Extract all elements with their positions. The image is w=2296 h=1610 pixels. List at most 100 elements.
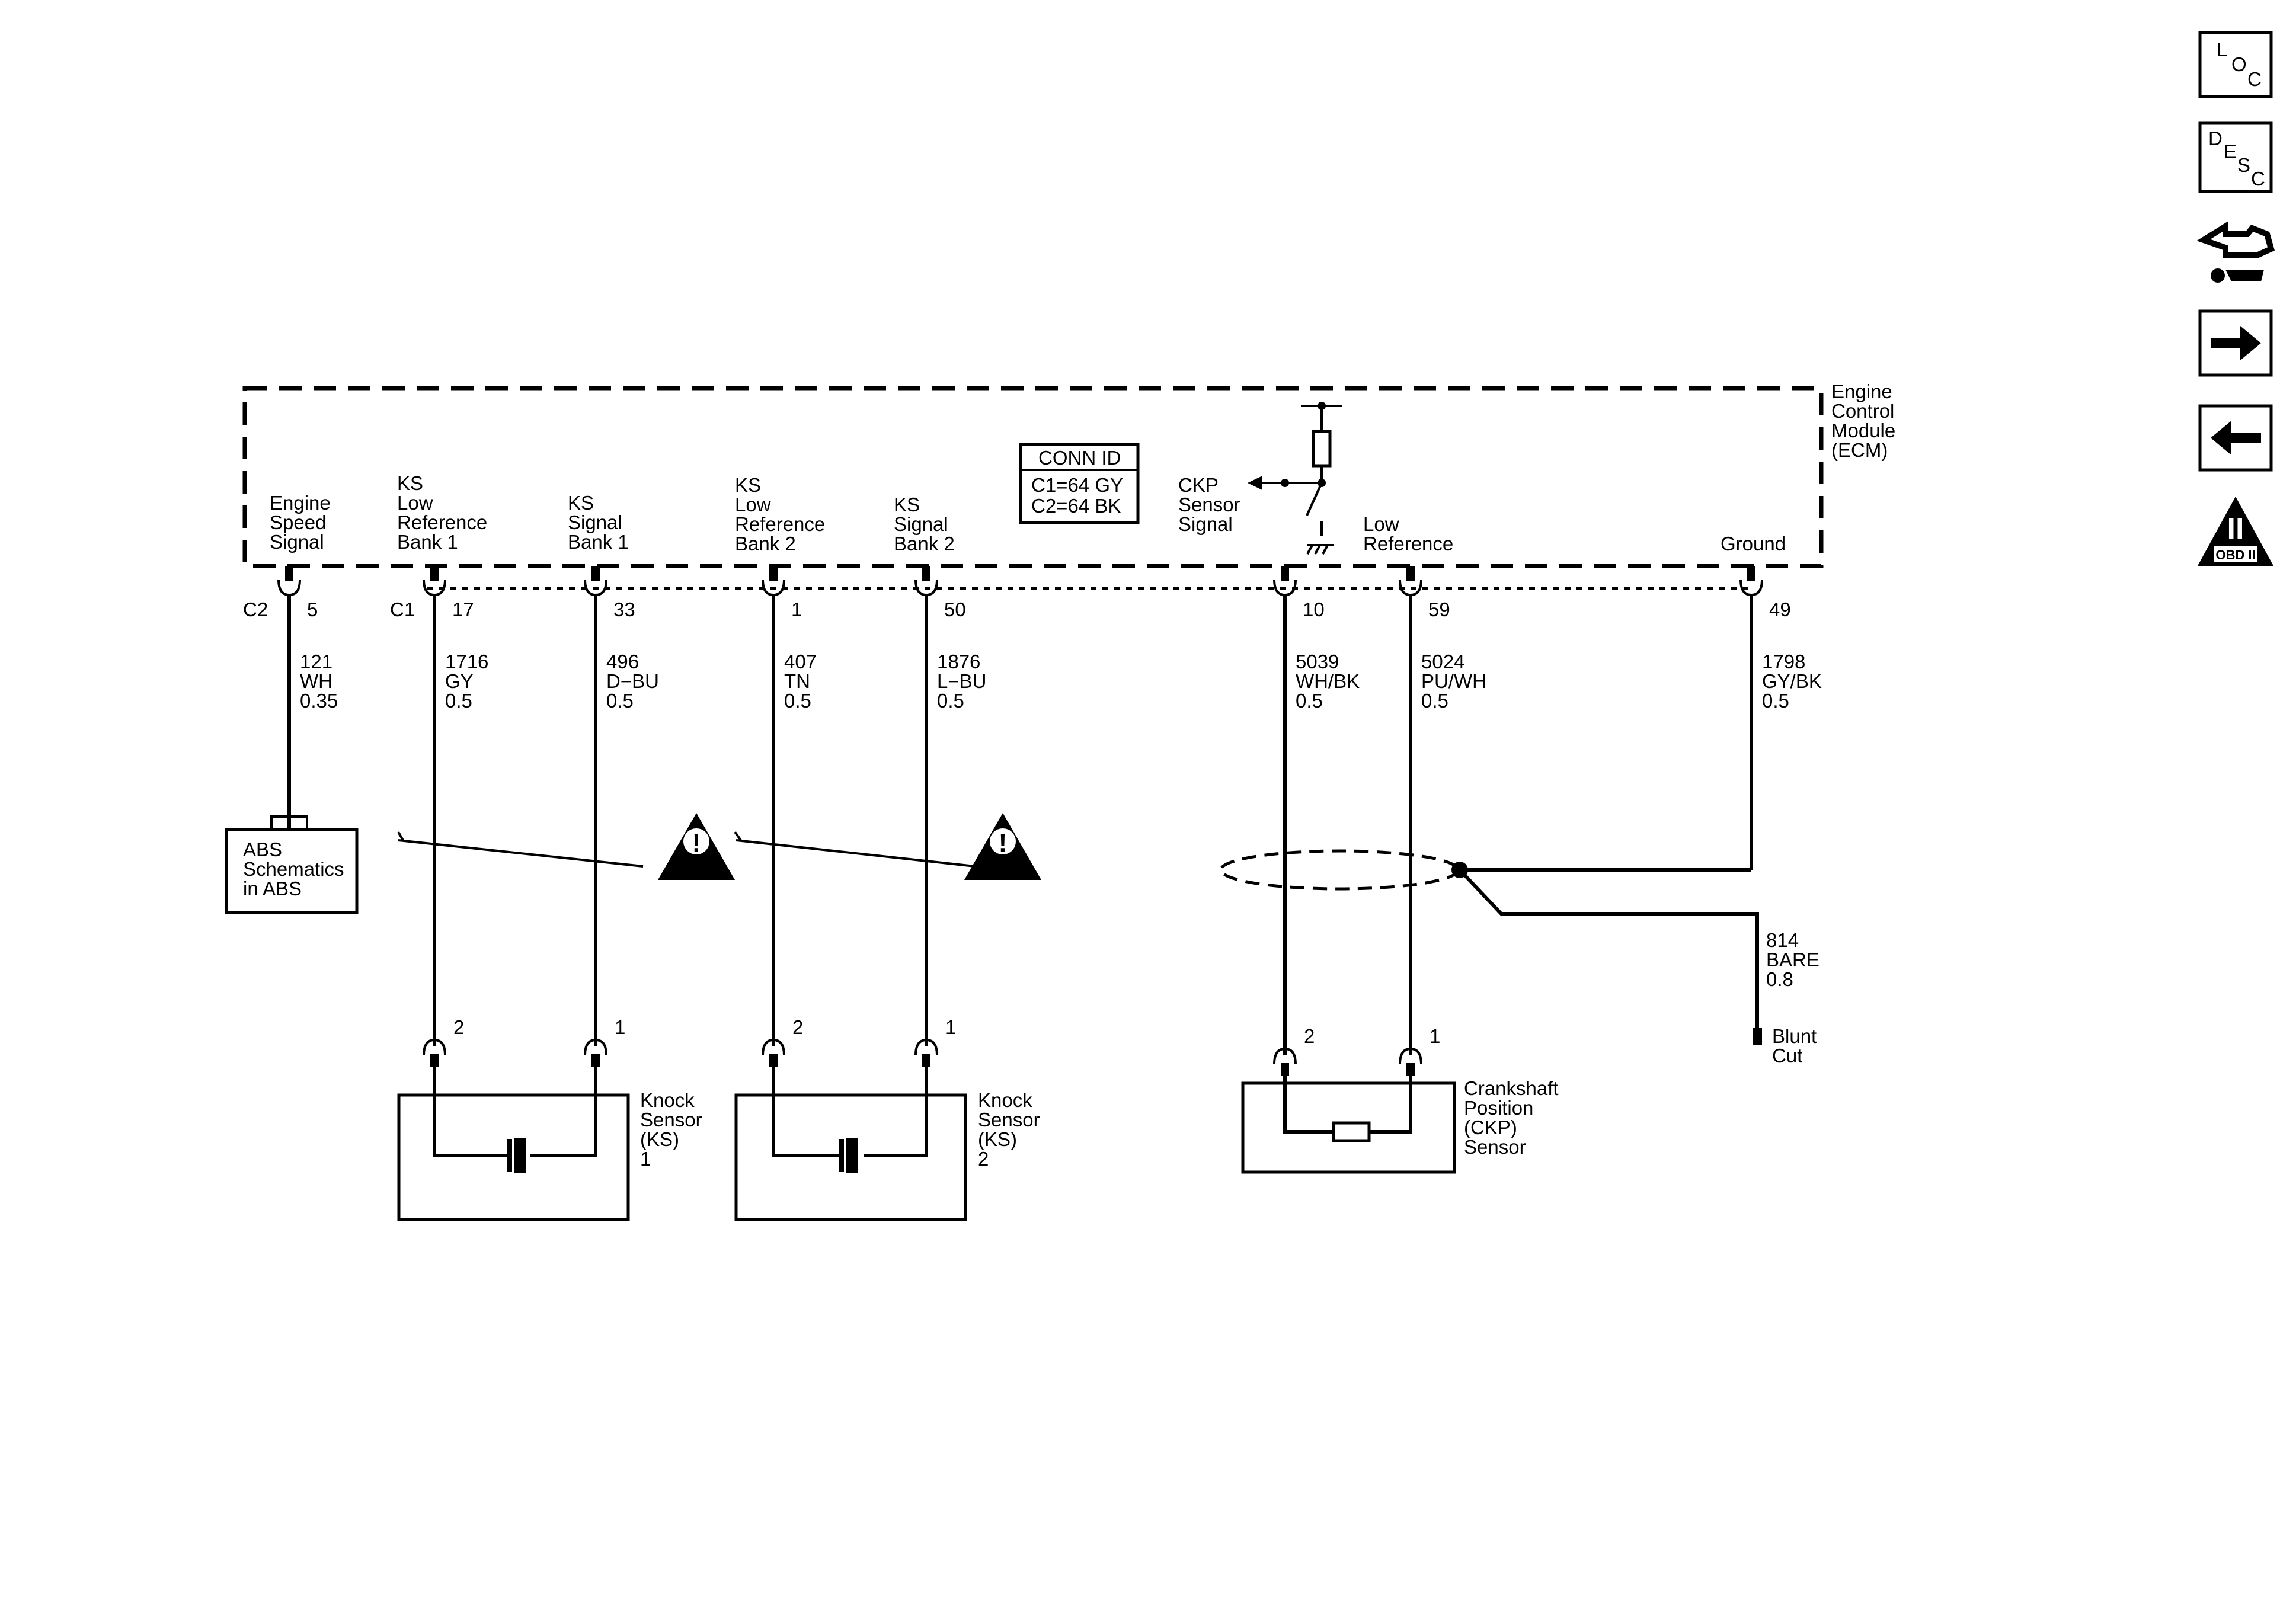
ks1-label-4: 1 [640, 1148, 651, 1170]
pin-low-ref: 59 [1428, 598, 1450, 620]
ckp-shield [1219, 849, 1762, 1045]
ks1-label-2: Sensor [640, 1109, 702, 1131]
abs-label-2: Schematics [243, 858, 344, 880]
desc-letter-s: S [2237, 154, 2250, 176]
wires: 5121WH0.35171716GY0.5233496D−BU0.511407T… [277, 566, 1822, 1076]
connector-c2-label: C2 [243, 598, 268, 620]
pin-ks-low-b2: 1 [791, 598, 802, 620]
ckp-label-1: Crankshaft [1464, 1077, 1559, 1099]
ks1-label-3: (KS) [640, 1128, 679, 1150]
circuit-ks-sig-b1: 496 [606, 651, 639, 673]
abs-label-1: ABS [243, 838, 282, 860]
desc-letter-c: C [2251, 168, 2265, 190]
label-ckp-sig-2: Sensor [1178, 494, 1240, 516]
ecm-name-2: Control [1831, 400, 1894, 422]
description-button[interactable]: D E S C [2198, 121, 2273, 193]
label-ks-low-b1-4: Bank 1 [397, 531, 458, 553]
conn-id-c1: C1=64 GY [1031, 474, 1123, 496]
pin-ks-sig-b1: 33 [613, 598, 635, 620]
gauge-ckp-sig: 0.5 [1296, 690, 1323, 712]
blunt-cut-1: Blunt [1772, 1025, 1817, 1047]
arrow-left-icon [2211, 421, 2261, 455]
gauge-low-ref: 0.5 [1421, 690, 1448, 712]
location-button[interactable]: L O C [2198, 31, 2273, 98]
color-ks-low-b2: TN [784, 670, 810, 692]
loc-letter-o: O [2231, 53, 2247, 75]
pin-ks-low-b1: 17 [452, 598, 474, 620]
circuit-engine-speed: 121 [300, 651, 332, 673]
label-ks-low-b2-2: Low [735, 494, 771, 516]
color-low-ref: PU/WH [1421, 670, 1486, 692]
desc-letter-d: D [2208, 127, 2223, 149]
label-engine-speed-2: Speed [270, 511, 326, 533]
ks2-label-3: (KS) [978, 1128, 1017, 1150]
label-engine-speed-3: Signal [270, 531, 324, 553]
label-ckp-sig-1: CKP [1178, 474, 1219, 496]
color-ground: GY/BK [1762, 670, 1822, 692]
obd-small-label: OBD II [2215, 548, 2255, 562]
ckp-sensor[interactable] [1241, 1064, 1456, 1174]
loc-letter-l: L [2217, 39, 2227, 60]
circuit-ks-low-b2: 407 [784, 651, 817, 673]
bare-color: BARE [1766, 949, 1819, 971]
label-ks-low-b2-1: KS [735, 474, 761, 496]
previous-page-button[interactable] [2198, 404, 2273, 472]
conn-id-title: CONN ID [1038, 447, 1121, 469]
next-page-button[interactable] [2198, 309, 2273, 377]
color-engine-speed: WH [300, 670, 332, 692]
obd-roman-numeral: II [2227, 512, 2244, 546]
connector-c1-label: C1 [390, 598, 415, 620]
sensor-pin-ks-sig-b2: 1 [945, 1016, 956, 1038]
label-ks-sig-b1-2: Signal [568, 511, 622, 533]
pin-ground: 49 [1769, 598, 1791, 620]
color-ckp-sig: WH/BK [1296, 670, 1360, 692]
conn-id-c2: C2=64 BK [1031, 495, 1121, 517]
blunt-cut-2: Cut [1772, 1045, 1802, 1067]
obd-ii-button[interactable]: II OBD II [2198, 497, 2273, 566]
arrow-right-icon [2211, 326, 2261, 360]
bare-gauge: 0.8 [1766, 968, 1793, 990]
label-ground: Ground [1721, 533, 1786, 555]
gauge-ks-low-b1: 0.5 [445, 690, 472, 712]
warning-glyph-1: ! [692, 828, 701, 857]
circuit-ks-low-b1: 1716 [445, 651, 488, 673]
ckp-label-2: Position [1464, 1097, 1533, 1119]
warning-triangle-1[interactable]: ! [658, 813, 735, 880]
ks2-label-2: Sensor [978, 1109, 1040, 1131]
label-low-ref-2: Reference [1363, 533, 1453, 555]
knock-sensor-1[interactable] [397, 1055, 630, 1221]
circuit-ckp-sig: 5039 [1296, 651, 1339, 673]
ecm-outline [242, 386, 1824, 568]
twisted-pair-b2 [734, 831, 976, 868]
ecm-name-4: (ECM) [1831, 439, 1888, 461]
sensor-pin-low-ref: 1 [1430, 1025, 1440, 1047]
circuit-low-ref: 5024 [1421, 651, 1464, 673]
ckp-internal-circuit [1248, 402, 1342, 555]
ckp-label-3: (CKP) [1464, 1116, 1517, 1138]
label-ks-low-b1-3: Reference [397, 511, 487, 533]
circuit-ks-sig-b2: 1876 [937, 651, 980, 673]
connector-repair-icon[interactable] [2196, 221, 2275, 283]
color-ks-low-b1: GY [445, 670, 474, 692]
label-ks-sig-b2-1: KS [894, 494, 920, 516]
label-ks-low-b1-2: Low [397, 492, 433, 514]
knock-sensor-2[interactable] [734, 1055, 967, 1221]
gauge-engine-speed: 0.35 [300, 690, 338, 712]
color-ks-sig-b2: L−BU [937, 670, 986, 692]
circuit-ground: 1798 [1762, 651, 1805, 673]
pin-engine-speed: 5 [307, 598, 318, 620]
abs-schematics-box[interactable]: ABS Schematics in ABS [225, 797, 359, 914]
warning-glyph-2: ! [999, 828, 1008, 857]
label-ckp-sig-3: Signal [1178, 513, 1233, 535]
ecm-name-1: Engine [1831, 380, 1892, 402]
warning-triangle-2[interactable]: ! [964, 813, 1041, 880]
